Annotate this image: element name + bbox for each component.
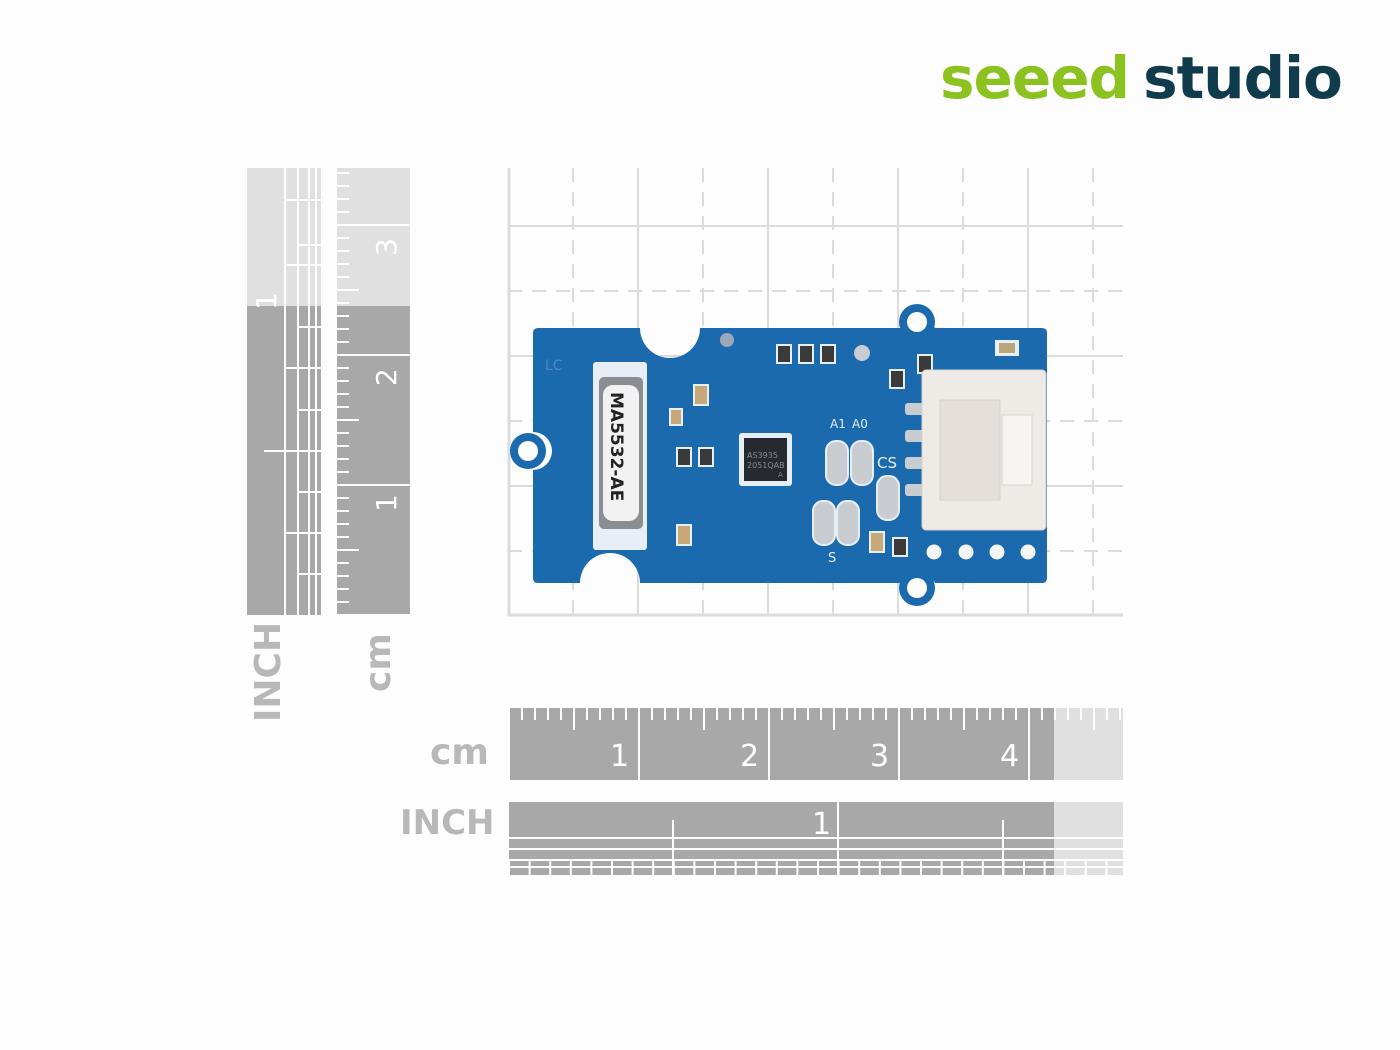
chip-text-2: 2051QAB (747, 461, 785, 470)
horizontal-cm-unit: cm (430, 732, 489, 773)
hcm-label-1: 1 (610, 739, 629, 774)
vertical-inch-unit: INCH (248, 622, 289, 722)
silk-a1: A1 (830, 417, 846, 431)
horizontal-cm-ruler: 1 2 3 4 (508, 708, 1123, 780)
horizontal-inch-unit: INCH (400, 803, 495, 843)
logo-studio: studio (1143, 44, 1343, 112)
vertical-cm-unit: cm (358, 633, 399, 692)
vcm-label-2: 2 (370, 368, 403, 386)
vertical-cm-ruler: 1 2 3 (337, 168, 410, 616)
silk-s: S (828, 551, 836, 566)
hcm-label-3: 3 (870, 739, 889, 774)
pcb-board: MA5532-AE LC AS3935 2051QAB A A1 A0 CS S (510, 304, 1047, 606)
horizontal-inch-ruler: 1 (508, 802, 1128, 875)
silk-lc: LC (545, 358, 563, 374)
chip-text-3: A (778, 471, 783, 479)
vinch-label-1: 1 (250, 292, 283, 310)
grove-connector (921, 369, 1047, 531)
hcm-label-2: 2 (740, 739, 759, 774)
logo-seeed: seeed (940, 44, 1130, 112)
hcm-label-4: 4 (1000, 739, 1019, 774)
vertical-inch-ruler: 1 (247, 168, 321, 615)
vcm-label-3: 3 (370, 238, 403, 256)
hinch-label-1: 1 (812, 807, 831, 842)
silk-cs: CS (877, 454, 897, 472)
chip-text-1: AS3935 (747, 451, 778, 460)
silk-a0: A0 (852, 417, 868, 431)
module-label: MA5532-AE (606, 392, 626, 501)
vcm-label-1: 1 (370, 494, 403, 512)
